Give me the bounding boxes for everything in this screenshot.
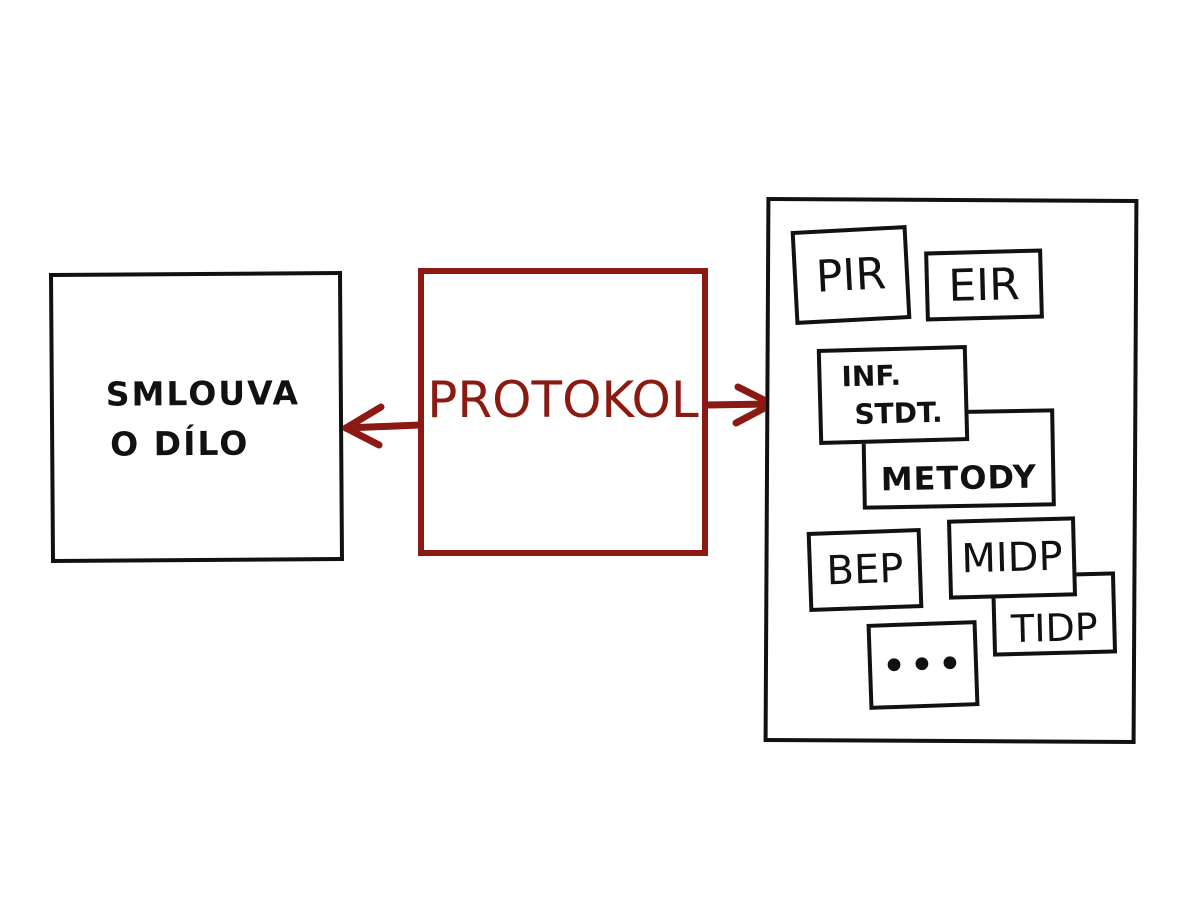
doc-label-more: ••• — [880, 638, 966, 692]
protocol-label: PROTOKOL — [427, 371, 699, 429]
contract-box: SMLOUVA O DÍLO — [48, 270, 345, 564]
doc-card-midp: MIDP — [946, 516, 1078, 600]
doc-label-metody: METODY — [880, 457, 1038, 499]
arrow-left — [342, 403, 424, 449]
arrow-right — [702, 383, 776, 427]
doc-card-bep: BEP — [806, 528, 924, 612]
doc-card-more: ••• — [866, 620, 980, 710]
doc-card-inf-stdt: INF. STDT. — [816, 345, 970, 445]
protocol-box: PROTOKOL — [418, 268, 708, 556]
doc-label-bep: BEP — [825, 545, 905, 595]
doc-card-eir: EIR — [924, 248, 1044, 322]
contract-label-line1: SMLOUVA — [105, 373, 301, 414]
doc-label-midp: MIDP — [960, 533, 1064, 583]
doc-label-inf: INF. — [841, 358, 902, 394]
doc-card-pir: PIR — [790, 225, 912, 325]
doc-label-stdt: STDT. — [854, 395, 943, 432]
doc-label-eir: EIR — [947, 258, 1021, 312]
doc-label-pir: PIR — [814, 247, 888, 303]
doc-label-tidp: TIDP — [1010, 604, 1099, 652]
contract-label-line2: O DÍLO — [110, 423, 250, 464]
